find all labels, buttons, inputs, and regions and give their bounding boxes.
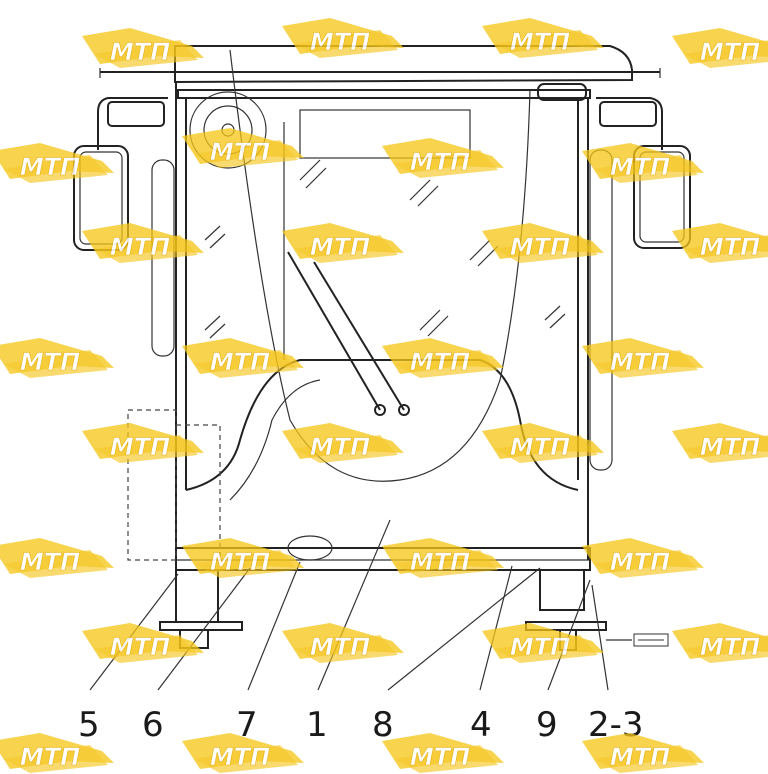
callout-9: 9	[536, 705, 558, 745]
leader-lines	[89, 519, 632, 691]
callout-1: 1	[306, 705, 328, 745]
right-mirror	[596, 97, 691, 249]
callout-5: 5	[78, 705, 100, 745]
callout-7: 7	[236, 705, 258, 745]
callout-4: 4	[470, 705, 492, 745]
callout-labels: 5 6 7 1 8 4 9 2-3	[78, 705, 644, 745]
watermark-layer	[0, 17, 768, 774]
callout-6: 6	[142, 705, 164, 745]
side-note	[633, 633, 669, 647]
callout-8: 8	[372, 705, 394, 745]
